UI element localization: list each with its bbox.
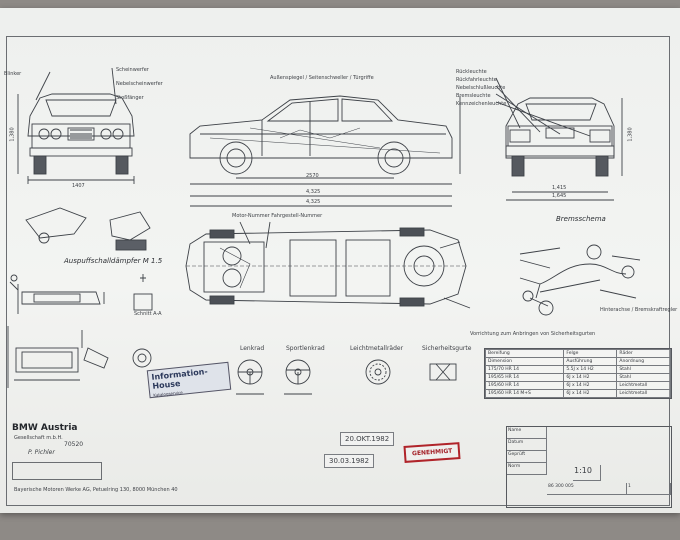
table-header: Bereifung: [484, 349, 565, 358]
issuer-signature: P. Pichler: [28, 449, 55, 456]
rear-view-drawing: [495, 77, 623, 201]
table-cell: 195/65 HR 14: [484, 373, 565, 382]
brake-heading: Bremsschema: [556, 215, 606, 223]
trailer-note: Vorrichtung zum Anbringen von Sicherheit…: [470, 331, 596, 337]
steering-heading-1: Lenkrad: [240, 345, 265, 352]
table-subheader: Ausführung: [563, 357, 618, 366]
top-view-notes: Motor-Nummer Fahrgestell-Nummer: [232, 213, 323, 219]
date-stamp-1: 20.OKT.1982: [340, 432, 395, 446]
table-cell: 175/70 HR 14: [484, 365, 565, 374]
front-view-drawing: [17, 67, 135, 184]
side-view-label: Außenspiegel / Seitenschweller / Türgrif…: [270, 75, 374, 81]
table-cell: 6J x 14 H2: [563, 389, 618, 398]
rear-height-dimension: 1,380: [627, 127, 634, 142]
table-cell: Leichtmetall: [616, 381, 671, 390]
sheet-number-cell: 1: [627, 483, 671, 495]
front-height-dimension: 1,380: [9, 127, 16, 142]
side-wheelbase-dimension: 2570: [306, 173, 319, 179]
drawing-number-cell: 86 300 005: [547, 483, 627, 495]
table-subheader: Dimension: [484, 357, 565, 366]
issuer-sub: Gesellschaft m.b.H.: [14, 435, 63, 441]
table-row: 195/60 HR 14 6J x 14 H2 Leichtmetall: [484, 381, 671, 390]
table-cell: 6J x 14 H2: [563, 381, 618, 390]
title-block: Name Datum Geprüft Norm 1:10 86 300 005 …: [506, 426, 672, 508]
table-cell: Stahl: [616, 365, 671, 374]
rear-label-3: Nebelschlußleuchte: [456, 85, 506, 91]
rear-label-4: Bremsleuchte: [456, 93, 491, 99]
brake-schema-drawing: [519, 244, 641, 316]
brake-note: Hinterachse / Bremskraftregler: [600, 307, 678, 313]
table-cell: 6J x 14 H2: [563, 373, 618, 382]
title-block-row: Geprüft: [507, 451, 547, 463]
title-block-row: Datum: [507, 439, 547, 451]
side-view-drawing: [189, 95, 461, 207]
scale-cell: 1:10: [573, 465, 601, 481]
title-block-row: Norm: [507, 463, 547, 475]
exhaust-heading: Auspuffschalldämpfer M 1.5: [64, 257, 163, 265]
table-row: 195/65 HR 14 6J x 14 H2 Stahl: [484, 373, 671, 382]
title-block-row: Name: [507, 427, 547, 439]
blueprint-sheet: Blinker Scheinwerfer Nebelscheinwerfer S…: [0, 8, 680, 513]
rear-track-dimension: 1,415: [552, 185, 567, 191]
top-view-drawing: [185, 221, 471, 309]
wheels-heading: Leichtmetallräder: [350, 345, 404, 352]
drawing-frame: [6, 36, 670, 506]
table-header: Räder: [616, 349, 671, 358]
tire-specs-table: Bereifung Felge Räder Dimension Ausführu…: [484, 348, 672, 399]
front-label-3: Nebelscheinwerfer: [116, 81, 163, 87]
issuer-company: BMW Austria: [12, 423, 78, 433]
rear-label-1: Rückleuchte: [456, 69, 487, 75]
table-cell: 195/60 HR 14: [484, 381, 565, 390]
technical-drawing: [7, 67, 641, 395]
table-cell: Stahl: [616, 373, 671, 382]
front-label-1: Blinker: [4, 71, 22, 77]
section-heading: Schnitt A-A: [134, 311, 162, 317]
side-overhang-dimension: 4,325: [306, 189, 321, 195]
safety-heading: Sicherheitsgurte: [422, 345, 472, 352]
table-header: Felge: [563, 349, 618, 358]
side-length-dimension: 4,325: [306, 199, 321, 205]
front-label-2: Scheinwerfer: [116, 67, 149, 73]
table-row: 175/70 HR 14 5.5J x 14 H2 Stahl: [484, 365, 671, 374]
front-label-4: Stoßfänger: [116, 95, 144, 101]
table-cell: 195/60 HR 14 M+S: [484, 389, 565, 398]
table-cell: 5.5J x 14 H2: [563, 365, 618, 374]
table-cell: Leichtmetall: [616, 389, 671, 398]
steering-heading-2: Sportlenkrad: [286, 345, 325, 352]
rear-label-5: Kennzeichenleuchte: [456, 101, 507, 107]
exhaust-parts-drawing: [7, 207, 153, 388]
rear-label-2: Rückfahrleuchte: [456, 77, 497, 83]
table-subheader: Anordnung: [616, 357, 671, 366]
issuer-field-box: [12, 462, 102, 480]
issuer-address: Bayerische Motoren Werke AG, Petuelring …: [14, 487, 178, 493]
front-width-dimension: 1407: [72, 183, 85, 189]
date-stamp-2: 30.03.1982: [324, 454, 375, 468]
rear-width-dimension: 1,645: [552, 193, 567, 199]
issuer-number: 70520: [64, 441, 84, 448]
steering-wheels-drawing: [236, 359, 391, 395]
safety-belt-icons: [429, 363, 457, 381]
table-row: 195/60 HR 14 M+S 6J x 14 H2 Leichtmetall: [484, 389, 671, 398]
